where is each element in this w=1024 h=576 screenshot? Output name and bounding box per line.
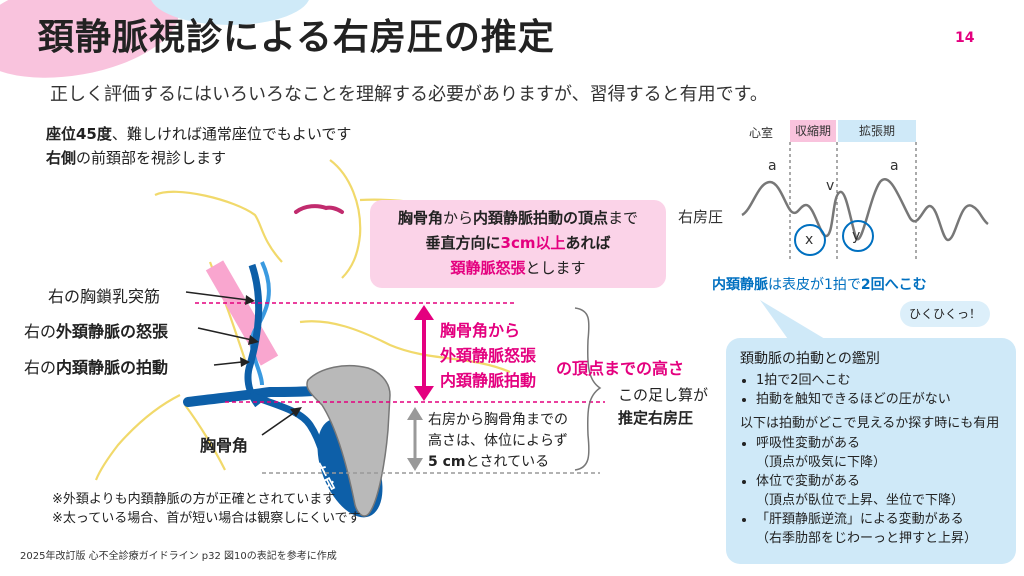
list-item: 1拍で2回へこむ xyxy=(756,371,1002,390)
carotid-differentiation-box: 頚動脈の拍動との鑑別 1拍で2回へこむ 拍動を触知できるほどの圧がない 以下は拍… xyxy=(726,338,1016,564)
label-scm: 右の胸鎖乳突筋 xyxy=(48,287,161,306)
bluebox-heading: 頚動脈の拍動との鑑別 xyxy=(740,351,880,367)
height-label-tail: の頂点までの高さ xyxy=(556,359,685,378)
position-line-1: 座位45度、難しければ通常座位でもよいです xyxy=(46,125,352,143)
label-external-jugular: 右の外頚静脈の怒張 xyxy=(24,322,169,341)
subtitle: 正しく評価するにはいろいろなことを理解する必要がありますが、習得すると有用です。 xyxy=(50,84,768,105)
list-item: 「肝頚静脈逆流」による変動がある（右季肋部をじわーっと押すと上昇） xyxy=(756,510,1002,548)
position-line-2: 右側の前頚部を視診します xyxy=(46,149,227,167)
height-label-block: 胸骨角から 外頚静脈怒張 内頚静脈拍動 xyxy=(440,321,537,390)
criteria-line-3: 頚静脈怒張とします xyxy=(450,259,586,277)
wave-a-2: a xyxy=(890,158,899,174)
wave-a-1: a xyxy=(768,158,777,174)
wave-x: x xyxy=(805,232,814,248)
reference: 2025年改訂版 心不全診療ガイドライン p32 図10の表記を参考に作成 xyxy=(20,551,337,562)
list-item: 呼吸性変動がある（頂点が吸気に下降） xyxy=(756,434,1002,472)
page-number: 14 xyxy=(955,30,975,46)
phase-systole: 収縮期 xyxy=(790,120,836,142)
phase-diastole: 拡張期 xyxy=(838,120,916,142)
criteria-line-1: 胸骨角から内頚静脈拍動の頂点まで xyxy=(397,209,639,227)
label-sternal-angle: 胸骨角 xyxy=(200,436,249,455)
criteria-line-2: 垂直方向に3cm以上あれば xyxy=(425,234,611,252)
wave-y: y xyxy=(852,228,861,244)
bluebox-list-1: 1拍で2回へこむ 拍動を触知できるほどの圧がない xyxy=(740,371,1002,409)
bluebox-list-2: 呼吸性変動がある（頂点が吸気に下降） 体位で変動がある（頂点が臥位で上昇、坐位で… xyxy=(740,434,1002,548)
label-internal-jugular: 右の内頚静脈の拍動 xyxy=(24,358,169,377)
jvd-criteria-box: 胸骨角から内頚静脈拍動の頂点まで 垂直方向に3cm以上あれば 頚静脈怒張とします xyxy=(370,200,666,288)
waveform-caption: 内頚静脈は表皮が1拍で2回へこむ xyxy=(712,277,927,293)
hiku-bubble: ひくひくっ！ xyxy=(900,301,990,327)
notes: ※外頚よりも内頚静脈の方が正確とされています ※太っている場合、首が短い場合は観… xyxy=(52,492,361,526)
page-title: 頚静脈視診による右房圧の推定 xyxy=(38,17,555,58)
list-item: 体位で変動がある（頂点が臥位で上昇、坐位で下降） xyxy=(756,472,1002,510)
list-item: 拍動を触知できるほどの圧がない xyxy=(756,390,1002,409)
wave-y-label: 右房圧 xyxy=(678,208,724,226)
sum-label: この足し算が 推定右房圧 xyxy=(618,386,709,427)
wave-v: v xyxy=(826,178,835,194)
phase-label-ventricle: 心室 xyxy=(749,126,774,140)
ra-height-text: 右房から胸骨角までの 高さは、体位によらず 5 cmとされている xyxy=(428,412,568,470)
bluebox-middle: 以下は拍動がどこで見えるか探す時にも有用 xyxy=(740,416,1000,431)
